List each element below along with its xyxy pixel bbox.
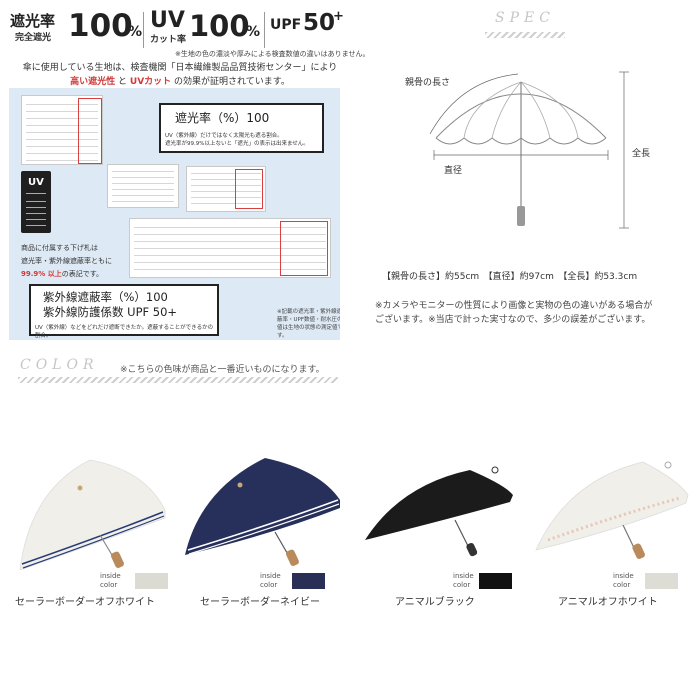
intro-text: 傘に使用している生地は、検査機関「日本繊維製品品質技術センター」により 高い遮光… <box>20 61 340 89</box>
divider <box>143 12 144 48</box>
top-note: ※生地の色の濃淡や厚みによる検査数値の違いはありません。 <box>175 50 370 58</box>
headline: 遮光率 完全遮光 100 % UV カット率 100 % UPF 50 + <box>10 8 344 60</box>
light-block-label: 遮光率 <box>10 12 56 30</box>
uv-value: 100 <box>189 9 250 43</box>
test-report-thumbnail <box>186 166 266 212</box>
highlight-frame <box>280 221 328 276</box>
upf-value: 50 <box>303 10 336 36</box>
highlight-frame <box>235 169 263 209</box>
test-report-thumbnail <box>107 164 179 208</box>
light-block-value: 100 <box>68 8 133 44</box>
uv-shielding-desc: UV（紫外線）などをどれだけ遮断できたか。遮蔽することができるかの割合。 <box>35 325 214 339</box>
product-name[interactable]: アニマルブラック <box>395 597 475 608</box>
inside-color-swatch <box>479 573 512 589</box>
uv-shielding-callout: 紫外線遮蔽率（%）100 紫外線防護係数 UPF 50+ UV（紫外線）などをど… <box>29 284 219 339</box>
uv-hang-tag: UV <box>21 171 51 233</box>
umbrella-image <box>19 459 166 570</box>
upf-label: UPF <box>270 17 302 33</box>
intro-conj: と <box>118 77 128 87</box>
intro-highlight-uv: UVカット <box>129 77 172 87</box>
test-report-image <box>21 95 103 165</box>
inside-color-swatch <box>292 573 325 589</box>
inside-color-label: inside color <box>613 572 634 589</box>
uv-unit: % <box>246 24 261 40</box>
heading-stripe <box>18 377 338 383</box>
tag-uv-text: UV <box>28 177 44 188</box>
total-length-label: 全長 <box>632 149 651 159</box>
intro-highlight-shading: 高い遮光性 <box>70 77 116 87</box>
product-card[interactable]: inside color セーラーボーダーネイビー <box>180 440 350 615</box>
upf-title: 紫外線防護係数 UPF 50+ <box>43 305 178 319</box>
shading-rate-title: 遮光率（%）100 <box>175 111 270 125</box>
light-block-unit: % <box>128 24 143 40</box>
uv-label: UV <box>150 8 185 33</box>
product-card[interactable]: inside color アニマルオフホワイト <box>528 440 698 615</box>
shading-rate-callout: 遮光率（%）100 UV（紫外線）だけではなく太陽光も遮る割合。 遮光率が99.… <box>159 103 324 153</box>
product-card[interactable]: inside color アニマルブラック <box>355 440 525 615</box>
inside-color-swatch <box>645 573 678 589</box>
product-name[interactable]: アニマルオフホワイト <box>558 597 658 608</box>
inside-color-swatch <box>135 573 168 589</box>
spec-heading: SPEC <box>495 10 555 26</box>
color-note: ※こちらの色味が商品と一番近いものになります。 <box>120 365 325 375</box>
product-name[interactable]: セーラーボーダーネイビー <box>200 597 320 608</box>
product-name[interactable]: セーラーボーダーオフホワイト <box>15 597 155 608</box>
intro-line2-tail: の効果が証明されています。 <box>174 77 290 87</box>
inside-color-label: inside color <box>100 572 121 589</box>
uv-shielding-title: 紫外線遮蔽率（%）100 <box>43 290 168 304</box>
spec-note: ※カメラやモニターの性質により画像と実物の色の違いがある場合が ございます。※当… <box>375 301 653 325</box>
test-report-image <box>129 218 331 278</box>
divider <box>264 12 265 48</box>
umbrella-image <box>535 461 689 559</box>
inside-color-label: inside color <box>453 572 474 589</box>
measurement-note: ※記載の遮光率・紫外線遮蔽率・UPF数値・耐水圧の値は生地の状態の測定値です。 <box>277 309 340 339</box>
intro-line1: 傘に使用している生地は、検査機関「日本繊維製品品質技術センター」により <box>22 63 338 73</box>
umbrella-spec-diagram <box>429 71 629 229</box>
dimensions-text: 【親骨の長さ】約55cm 【直径】約97cm 【全長】約53.3cm <box>382 272 638 282</box>
light-block-sub: 完全遮光 <box>15 33 52 43</box>
uv-sub: カット率 <box>150 35 187 45</box>
upf-plus: + <box>333 9 344 24</box>
diameter-label: 直径 <box>444 166 463 176</box>
umbrella-image <box>365 466 513 557</box>
product-card[interactable]: inside color セーラーボーダーオフホワイト <box>5 440 175 615</box>
highlight-frame <box>78 98 102 164</box>
intro-line2: 高い遮光性 と UVカット の効果が証明されています。 <box>20 75 340 89</box>
certificate-panel: 遮光率（%）100 UV（紫外線）だけではなく太陽光も遮る割合。 遮光率が99.… <box>9 88 340 340</box>
shading-rate-desc: UV（紫外線）だけではなく太陽光も遮る割合。 遮光率が99.9%以上ないと「遮光… <box>165 133 309 147</box>
color-heading: COLOR <box>20 357 99 373</box>
umbrella-image <box>185 458 340 566</box>
heading-stripe <box>485 32 565 38</box>
rib-length-label: 親骨の長さ <box>405 78 451 88</box>
inside-color-label: inside color <box>260 572 281 589</box>
para-highlight: 99.9% 以上 <box>21 270 62 278</box>
hang-tag-paragraph: 商品に付属する下げ札は 遮光率・紫外線遮蔽率ともに 99.9% 以上の表記です。 <box>21 244 112 278</box>
